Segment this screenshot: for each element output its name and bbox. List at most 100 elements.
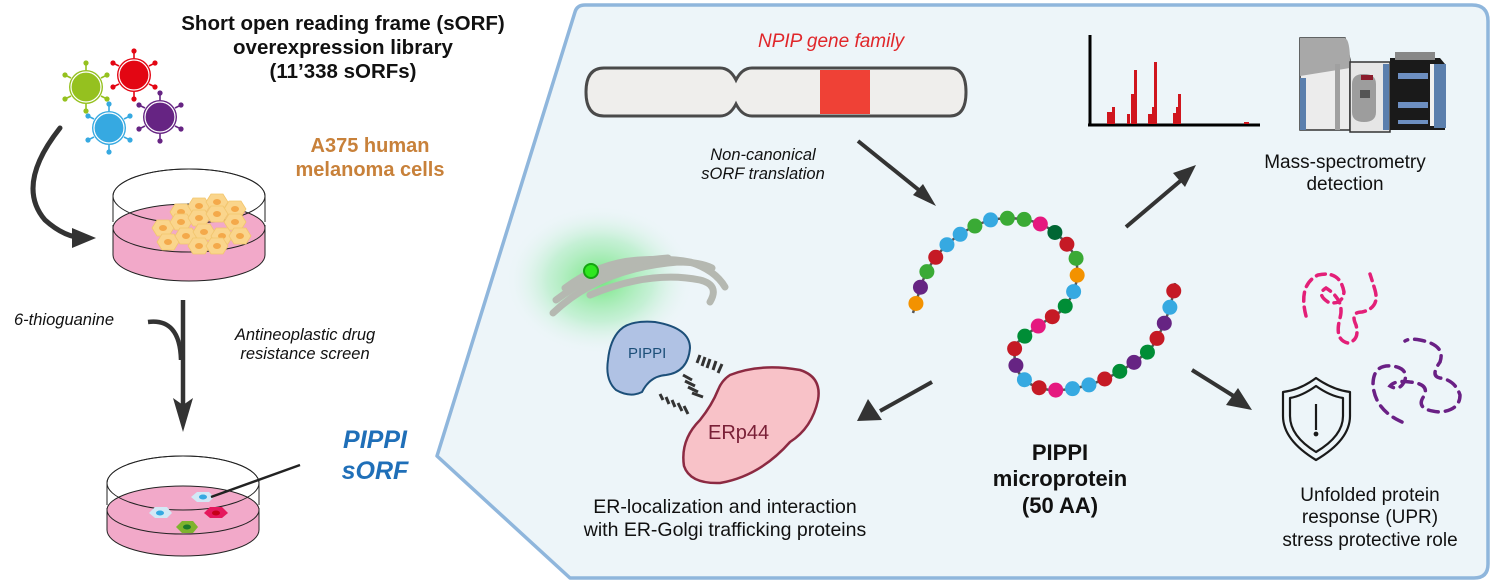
translation-label: Non-canonical sORF translation (668, 146, 858, 185)
amino-acid-bead (967, 218, 983, 234)
spectrum-peak (1244, 122, 1249, 124)
amino-acid-bead (1044, 309, 1060, 325)
spectrum-peak (1148, 114, 1153, 124)
amino-acid-bead (1059, 236, 1075, 252)
ms-label-line: Mass-spectrometry (1264, 152, 1426, 173)
amino-acid-bead (1112, 363, 1128, 379)
ms-label-line: detection (1306, 174, 1384, 196)
peptide-chain-icon (908, 210, 1182, 398)
cell-nucleus-icon (231, 219, 239, 225)
cell-nucleus-icon (195, 215, 203, 221)
amino-acid-bead (1017, 328, 1033, 344)
mass-spectrometer-icon (1299, 37, 1446, 133)
spectrum-peak (1178, 94, 1181, 124)
library-title-line: (11’338 sORFs) (269, 60, 417, 84)
spectrum-peak (1112, 107, 1115, 124)
arrowhead-icon (173, 398, 193, 432)
pointer-line (210, 463, 301, 499)
hit-label-line: PIPPI (343, 426, 407, 454)
amino-acid-bead (1047, 224, 1063, 240)
cell-nucleus-icon (213, 211, 221, 217)
amino-acid-bead (1048, 382, 1064, 398)
cell-nucleus-icon (231, 206, 239, 212)
resistant-cell-icon (149, 492, 228, 533)
amino-acid-bead (939, 237, 955, 253)
melanoma-cell-cluster (151, 193, 252, 255)
petri-dish-icon (112, 168, 266, 282)
cell-nucleus-icon (159, 225, 167, 231)
shield-warning-icon (1281, 376, 1352, 462)
pippi-blob-label: PIPPI (628, 345, 667, 362)
amino-acid-bead (952, 226, 968, 242)
amino-acid-bead (1139, 344, 1155, 360)
virus-particle-icon (62, 60, 110, 114)
amino-acid-bead (912, 279, 928, 295)
microprotein-label-line: microprotein (992, 466, 1128, 492)
misfolded-protein-icon (1302, 272, 1378, 345)
cell-nucleus-icon (218, 233, 226, 239)
cell-line-label: A375 human melanoma cells (270, 135, 470, 182)
amino-acid-bead (999, 210, 1015, 226)
er-label-line: with ER-Golgi trafficking proteins (583, 519, 867, 541)
misfolded-protein-icon (1371, 337, 1462, 424)
translation-arrow (856, 139, 929, 198)
arrowhead-icon (72, 228, 96, 248)
cell-line-label-line: melanoma cells (295, 158, 445, 181)
amino-acid-bead (1032, 216, 1048, 232)
amino-acid-bead (983, 212, 999, 228)
amino-acid-bead (1031, 380, 1047, 396)
spectrum-peak (1134, 70, 1137, 124)
petri-dish-icon (106, 455, 260, 557)
library-title: Short open reading frame (sORF) overexpr… (128, 12, 558, 85)
chromosome-icon (584, 66, 968, 118)
virus-particle-icon (136, 90, 184, 144)
spectrum-peak (1176, 107, 1179, 124)
amino-acid-bead (1166, 283, 1182, 299)
transduction-arrow (30, 125, 88, 241)
amino-acid-bead (1065, 381, 1081, 397)
drug-label: 6-thioguanine (14, 311, 114, 329)
library-title-line: overexpression library (233, 36, 453, 60)
interaction-marks (658, 354, 724, 415)
amino-acid-bead (1007, 341, 1023, 357)
amino-acid-bead (1016, 211, 1032, 227)
virus-particle-icon (110, 48, 158, 102)
cell-nucleus-icon (213, 199, 221, 205)
screen-label-line: resistance screen (240, 345, 370, 364)
upr-arrow (1190, 368, 1242, 402)
gfp-dot-icon (583, 263, 599, 279)
cell-nucleus-icon (177, 209, 185, 215)
microprotein-label-line: PIPPI (1031, 440, 1089, 465)
virus-particle-icon (85, 101, 133, 155)
cell-nucleus-icon (182, 233, 190, 239)
gene-family-label: NPIP gene family (758, 31, 905, 52)
amino-acid-bead (1030, 318, 1046, 334)
amino-acid-bead (1068, 250, 1084, 266)
library-title-line: Short open reading frame (sORF) (181, 12, 505, 35)
amino-acid-bead (1156, 315, 1172, 331)
amino-acid-bead (1162, 299, 1178, 315)
spectrum-peak (1127, 114, 1130, 124)
screen-label: Antineoplastic drug resistance screen (200, 326, 410, 365)
mass-spectrum-icon (1088, 35, 1260, 127)
hit-label-line: sORF (341, 457, 409, 486)
screen-label-line: Antineoplastic drug (234, 326, 376, 344)
pippi-protein-icon (606, 320, 692, 396)
amino-acid-bead (1057, 298, 1073, 314)
upr-label-line: response (UPR) (1301, 507, 1439, 529)
ms-label: Mass-spectrometry detection (1240, 152, 1450, 197)
cell-nucleus-icon (236, 233, 244, 239)
cell-nucleus-icon (213, 243, 221, 249)
amino-acid-bead (1126, 354, 1142, 370)
microprotein-label: PIPPI microprotein (50 AA) (960, 440, 1160, 519)
amino-acid-bead (919, 264, 935, 280)
er-label: ER-localization and interaction with ER-… (545, 496, 905, 542)
er-label-line: ER-localization and interaction (593, 496, 857, 518)
amino-acid-bead (1081, 377, 1097, 393)
amino-acid-bead (1008, 357, 1024, 373)
spectrum-peak (1173, 113, 1178, 124)
erp44-blob-label: ERp44 (708, 422, 770, 444)
cell-nucleus-icon (164, 239, 172, 245)
